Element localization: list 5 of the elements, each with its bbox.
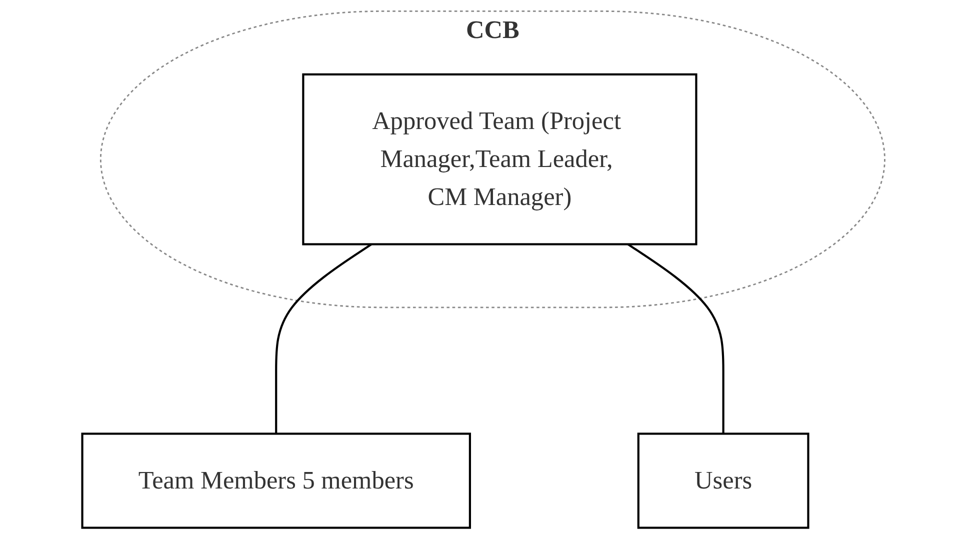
node-box: Approved Team (Project Manager,Team Leader, CM Manager) — [302, 73, 698, 246]
node-box: Team Members 5 members — [81, 432, 471, 529]
connector — [275, 243, 372, 434]
connector — [627, 243, 724, 434]
node-box: Users — [637, 432, 810, 529]
